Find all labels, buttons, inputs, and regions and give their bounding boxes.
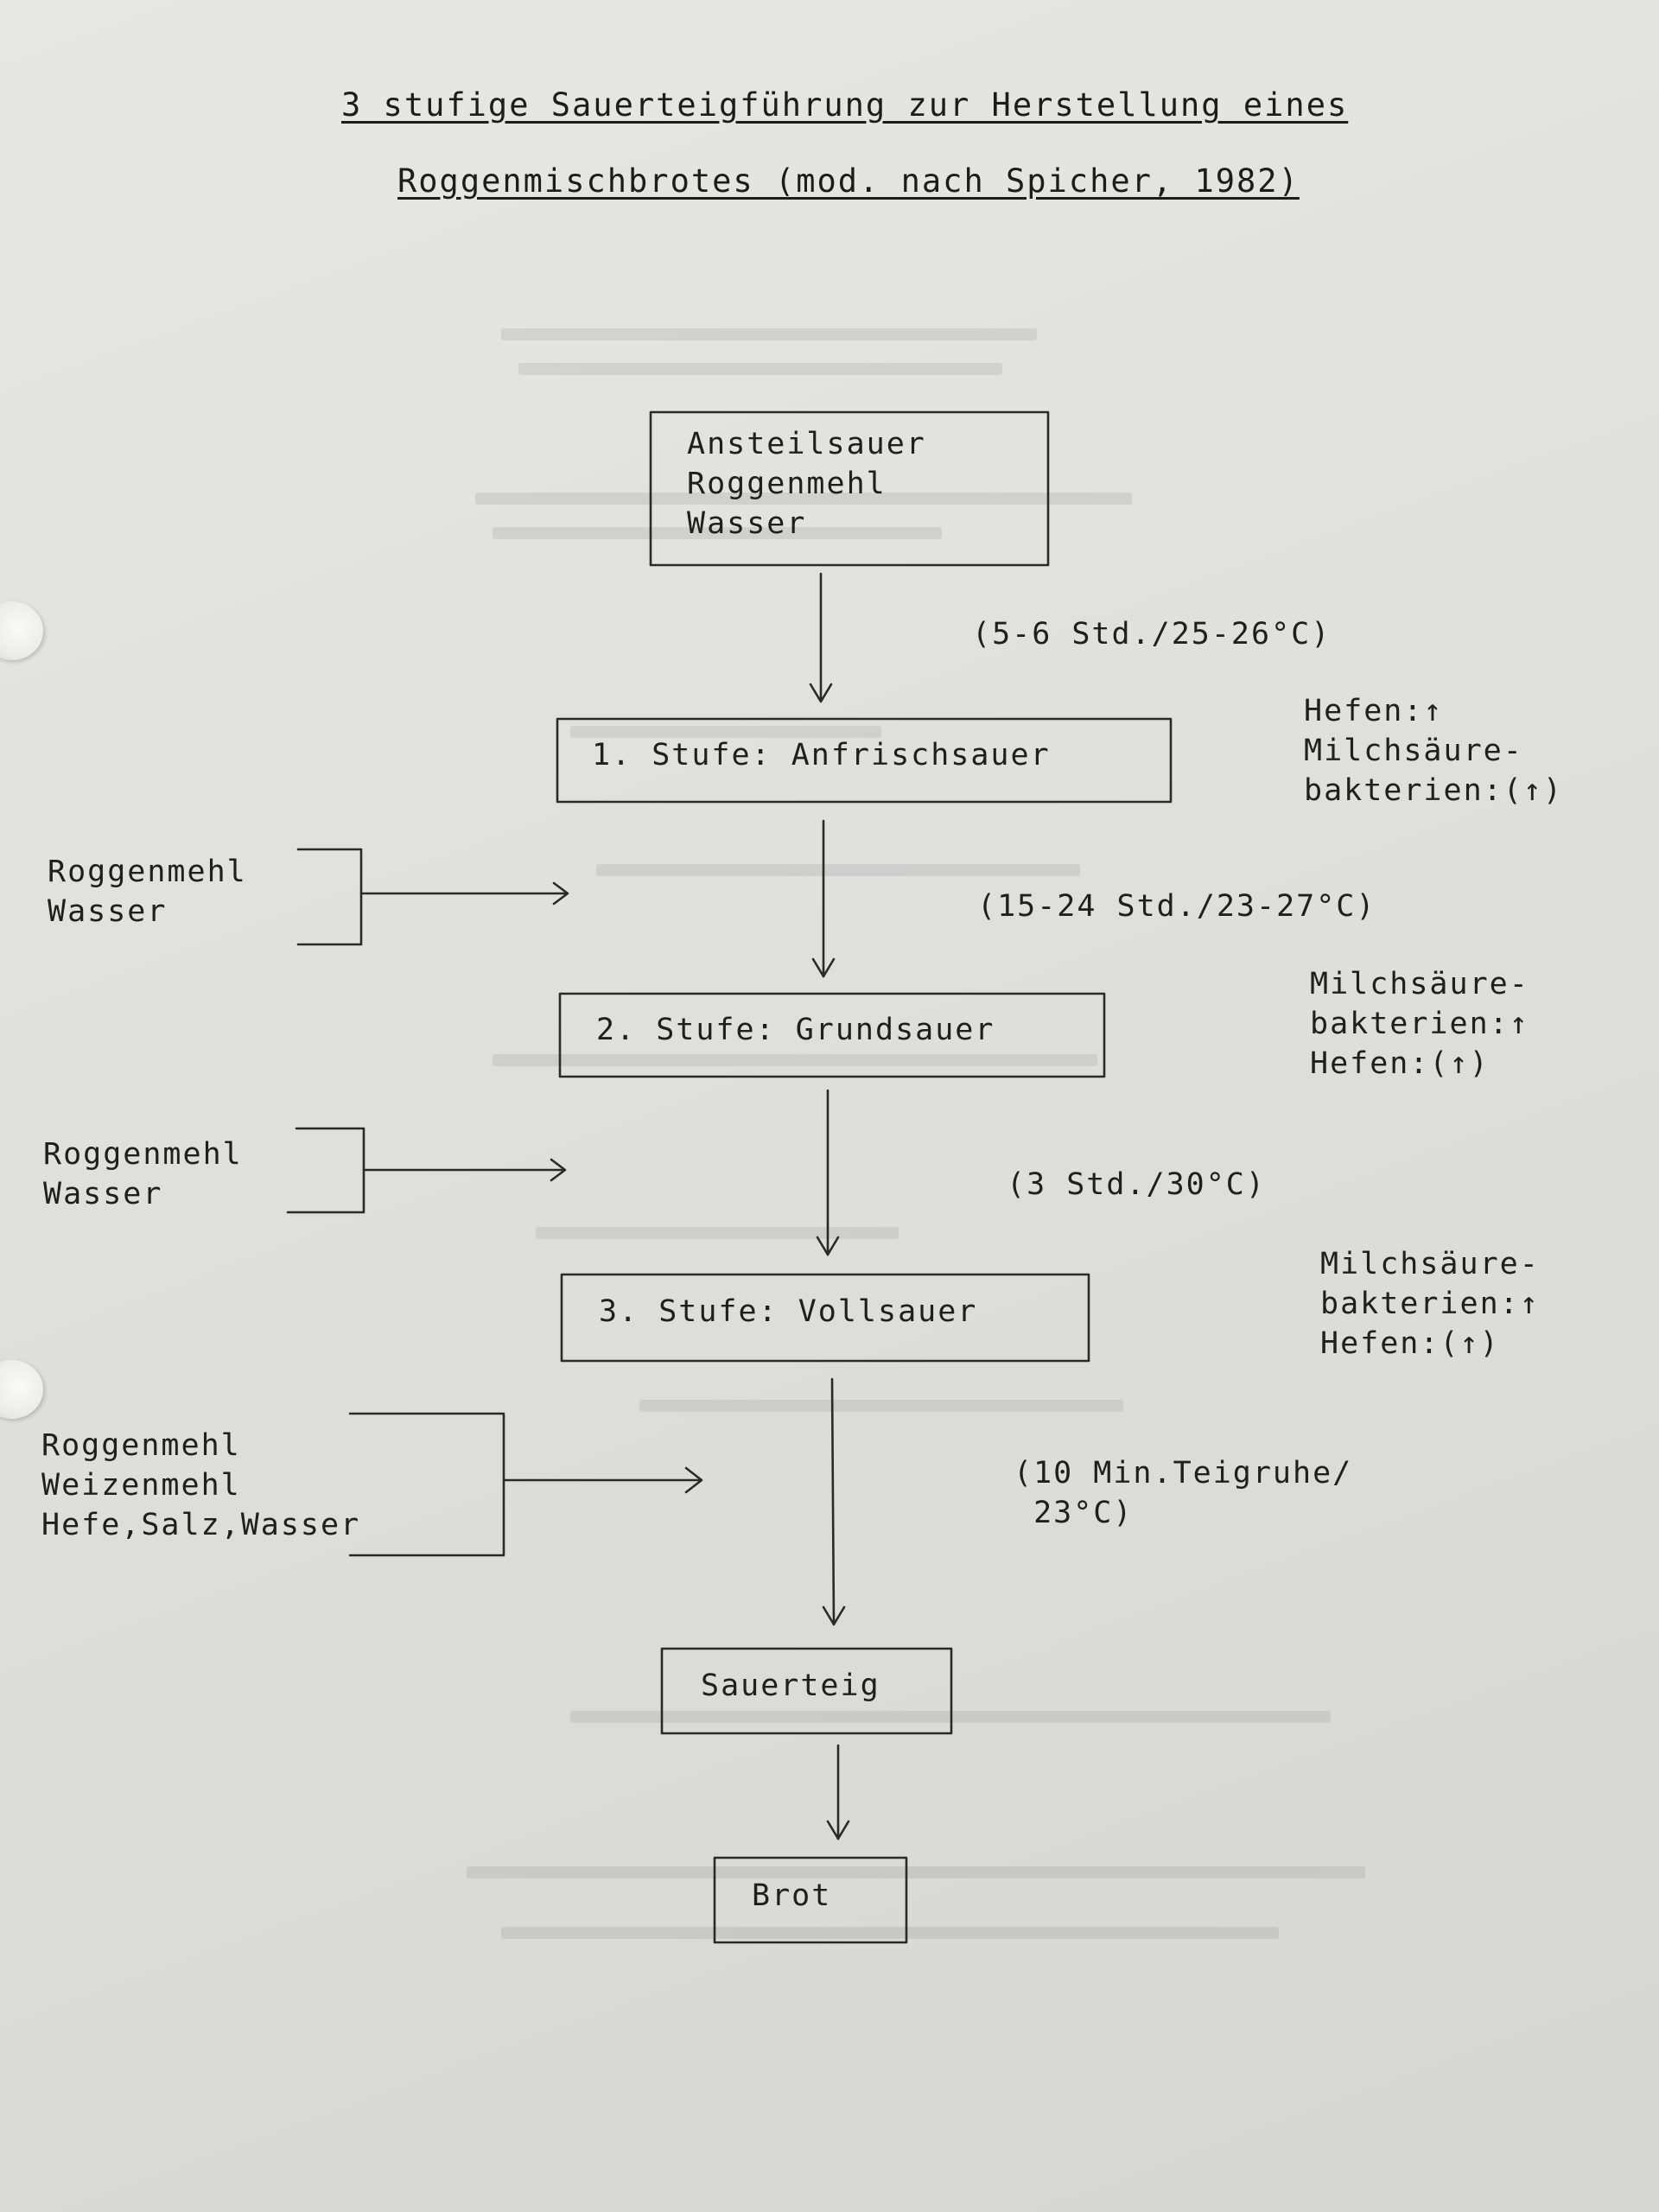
- box-stage2: [558, 992, 1106, 1078]
- arrowhead-stage2-stage3: [816, 1236, 840, 1256]
- microbe-note-3: Milchsäure- bakterien:↑ Hefen:(↑): [1320, 1244, 1540, 1363]
- title-line-1: 3 stufige Sauerteigführung zur Herstellu…: [341, 86, 1349, 124]
- microbe-note-3-line-3: Hefen:(↑): [1320, 1326, 1500, 1361]
- input-label-2: Roggenmehl Wasser: [43, 1135, 243, 1214]
- condition-label-4-line-2: 23°C): [1014, 1496, 1134, 1530]
- title-line-2: Roggenmischbrotes (mod. nach Spicher, 19…: [397, 162, 1300, 200]
- microbe-note-3-line-2: bakterien:↑: [1320, 1287, 1540, 1321]
- condition-label-4-line-1: (10 Min.Teigruhe/: [1014, 1456, 1353, 1491]
- input-2-line-2: Wasser: [43, 1177, 163, 1211]
- microbe-note-2-line-3: Hefen:(↑): [1310, 1046, 1490, 1081]
- arrowhead-input-2: [550, 1158, 567, 1182]
- box-sauerteig: [660, 1647, 953, 1735]
- box-start: [649, 410, 1050, 567]
- arrowhead-input-1: [552, 881, 569, 906]
- microbe-note-1-line-1: Hefen:↑: [1304, 694, 1444, 728]
- node-start-line-1: Ansteilsauer: [687, 427, 926, 461]
- box-stage3: [560, 1273, 1090, 1363]
- node-stage2: 2. Stufe: Grundsauer: [596, 1013, 995, 1047]
- microbe-note-2-line-2: bakterien:↑: [1310, 1007, 1529, 1041]
- box-brot: [713, 1856, 908, 1944]
- microbe-note-1-line-2: Milchsäure-: [1304, 734, 1523, 768]
- condition-label-2: (15-24 Std./23-27°C): [977, 889, 1376, 924]
- arrowhead-stage3-sauerteig: [822, 1605, 846, 1626]
- microbe-note-1-line-3: bakterien:(↑): [1304, 773, 1563, 808]
- microbe-note-2: Milchsäure- bakterien:↑ Hefen:(↑): [1310, 964, 1529, 1084]
- node-brot: Brot: [752, 1878, 832, 1913]
- input-2-line-1: Roggenmehl: [43, 1137, 243, 1172]
- input-label-1: Roggenmehl Wasser: [48, 852, 247, 931]
- node-start-line-3: Wasser: [687, 506, 807, 541]
- arrowhead-input-3: [684, 1466, 703, 1494]
- input-1-line-1: Roggenmehl: [48, 855, 247, 889]
- microbe-note-3-line-1: Milchsäure-: [1320, 1247, 1540, 1281]
- bracket-input-2: [286, 1127, 365, 1214]
- input-3-line-3: Hefe,Salz,Wasser: [41, 1508, 361, 1542]
- arrow-stage3-sauerteig: [830, 1377, 836, 1626]
- input-3-line-1: Roggenmehl: [41, 1428, 241, 1463]
- condition-label-4: (10 Min.Teigruhe/ 23°C): [1014, 1453, 1352, 1533]
- bracket-input-3: [348, 1412, 505, 1557]
- arrowhead-sauerteig-brot: [826, 1820, 850, 1840]
- arrowhead-stage1-stage2: [811, 957, 836, 978]
- node-stage1: 1. Stufe: Anfrischsauer: [592, 738, 1051, 772]
- microbe-note-2-line-1: Milchsäure-: [1310, 967, 1529, 1001]
- bracket-input-1: [296, 848, 363, 946]
- node-sauerteig: Sauerteig: [701, 1669, 880, 1703]
- input-3-line-2: Weizenmehl: [41, 1468, 241, 1503]
- condition-label-1: (5-6 Std./25-26°C): [972, 617, 1332, 652]
- node-stage3: 3. Stufe: Vollsauer: [599, 1294, 978, 1329]
- input-1-line-2: Wasser: [48, 894, 168, 929]
- condition-label-3: (3 Std./30°C): [1007, 1167, 1266, 1202]
- box-stage1: [556, 717, 1173, 804]
- arrowhead-start-stage1: [809, 683, 833, 703]
- input-label-3: Roggenmehl Weizenmehl Hefe,Salz,Wasser: [41, 1426, 360, 1545]
- microbe-note-1: Hefen:↑ Milchsäure- bakterien:(↑): [1304, 691, 1563, 810]
- node-start: Ansteilsauer Roggenmehl Wasser: [687, 424, 926, 543]
- node-start-line-2: Roggenmehl: [687, 467, 887, 501]
